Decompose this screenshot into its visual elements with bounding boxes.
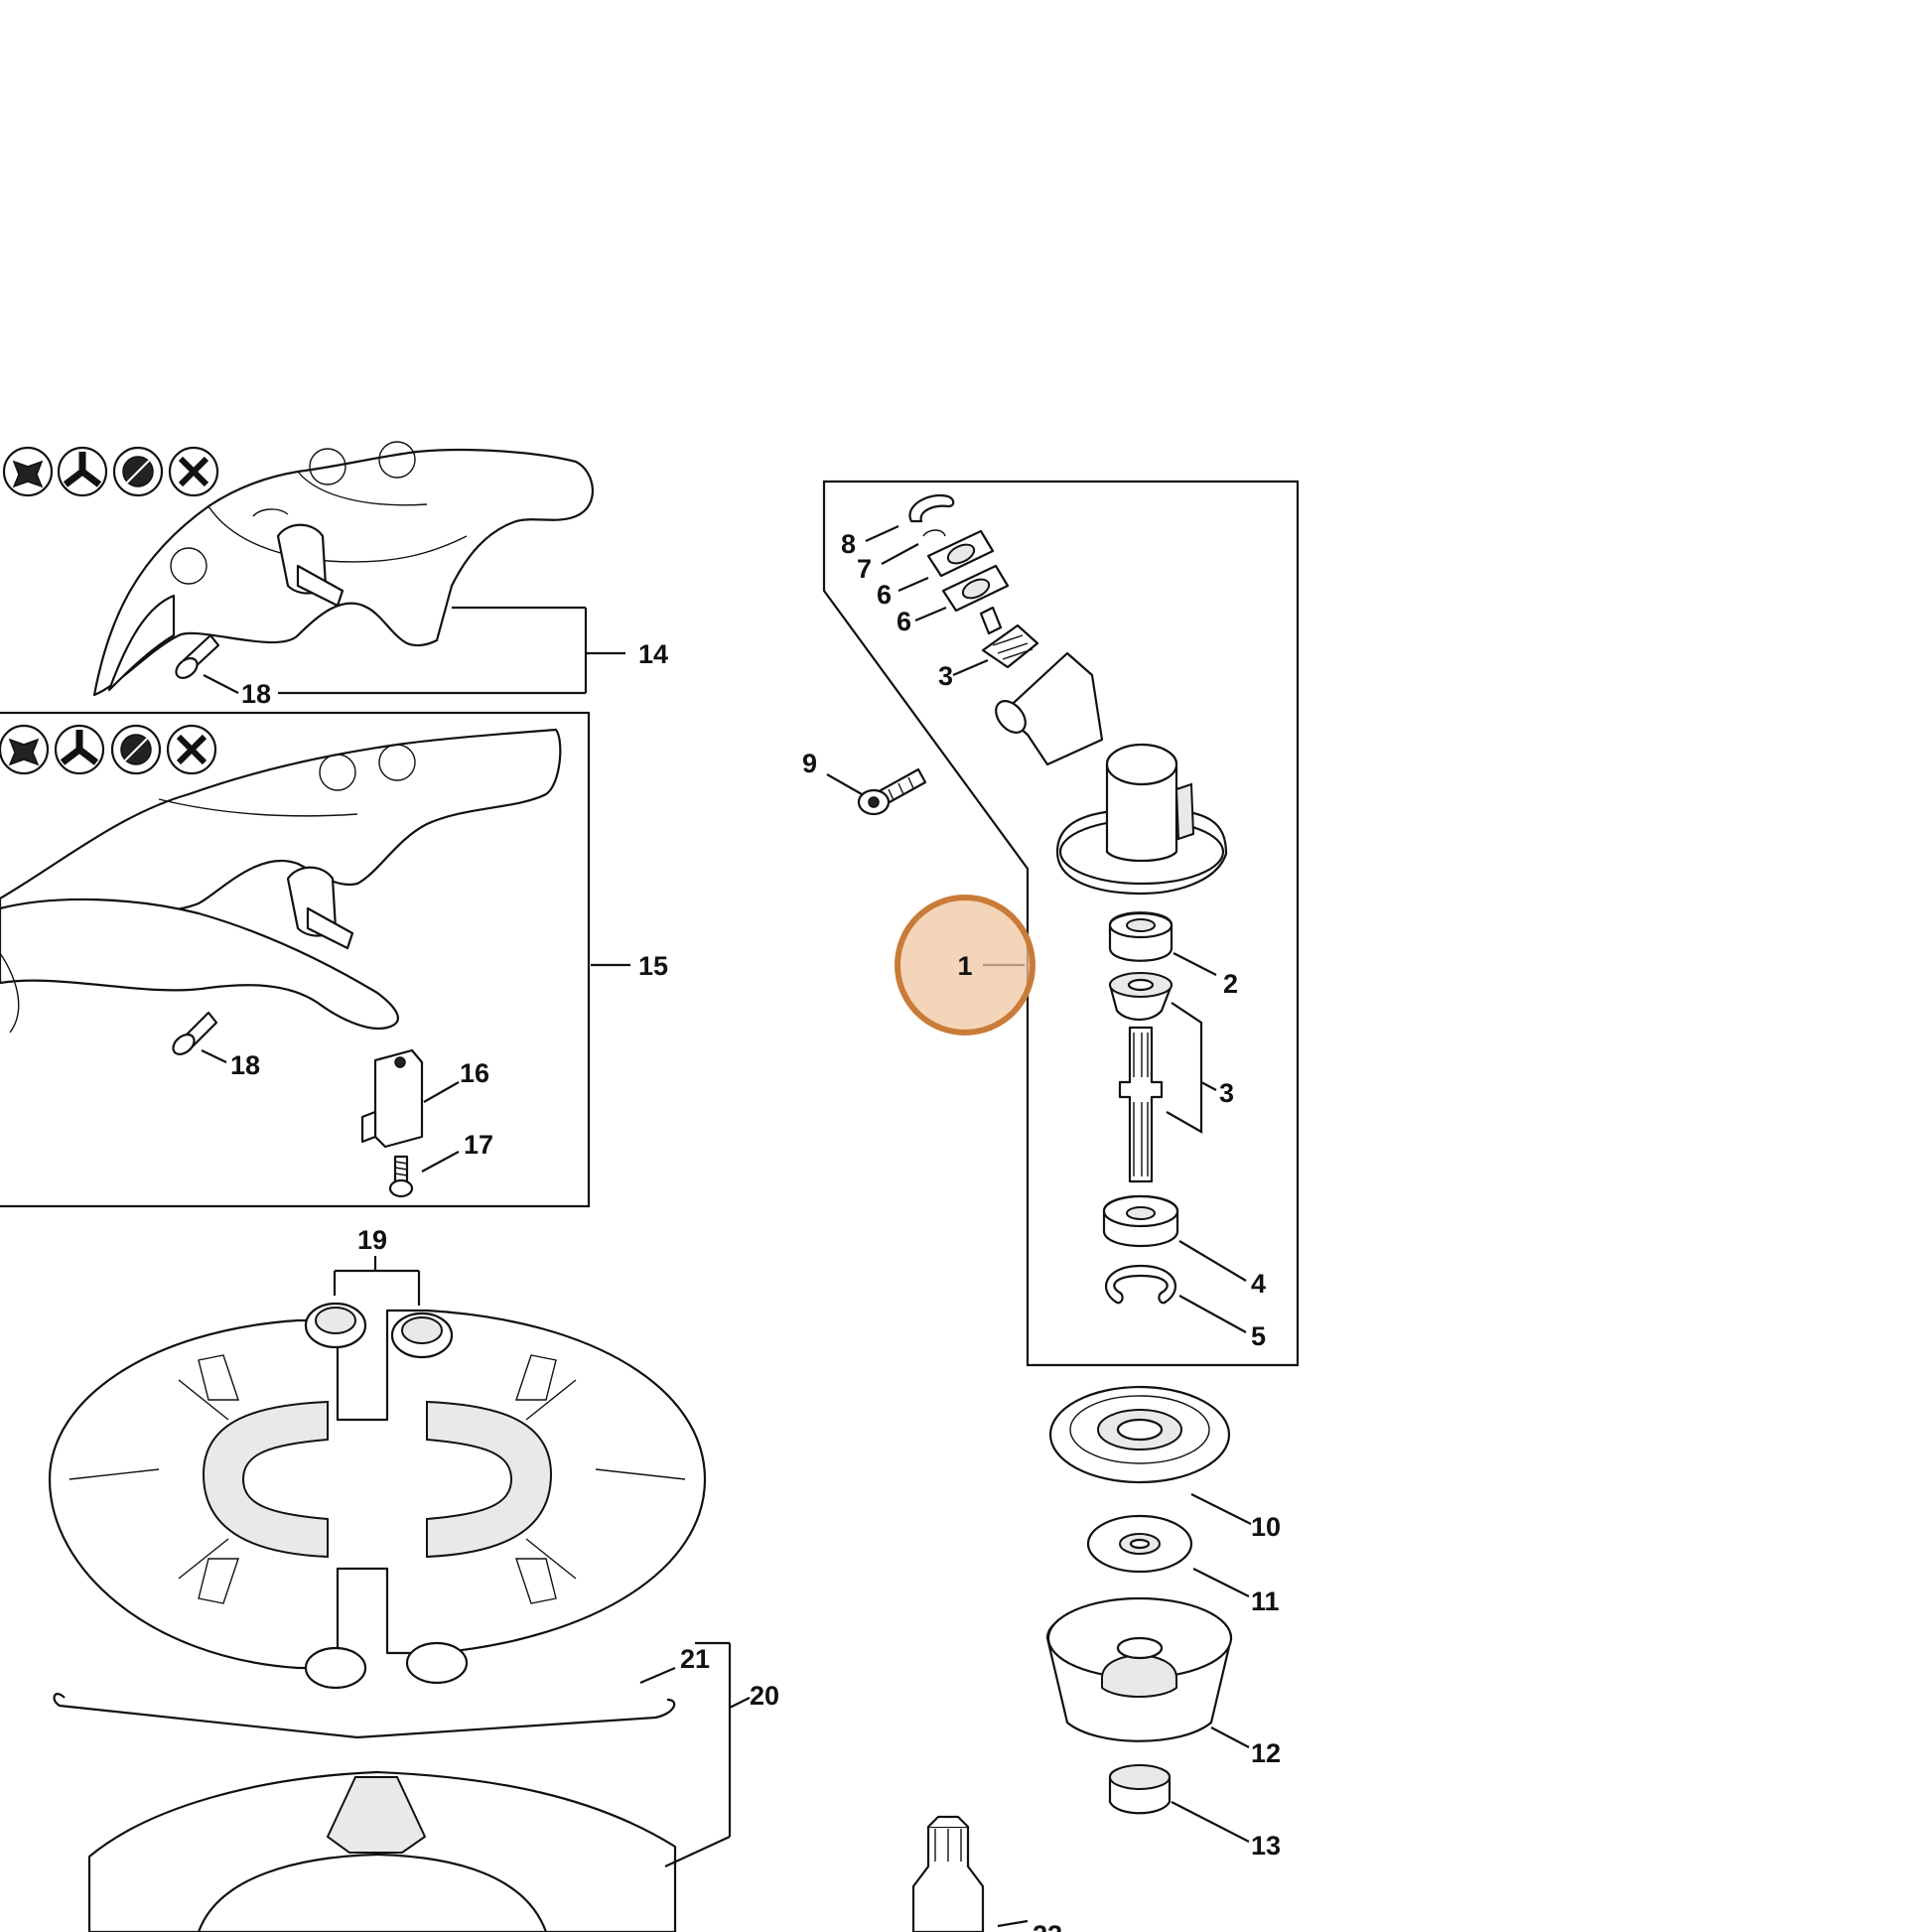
label-part-21[interactable]: 21	[680, 1644, 710, 1674]
label-part-11[interactable]: 11	[1251, 1587, 1280, 1616]
screw-18-top	[175, 633, 220, 679]
label-part-10[interactable]: 10	[1251, 1512, 1281, 1542]
four-blade-icon	[168, 446, 219, 497]
gearbox-assembly-1	[822, 480, 1300, 1367]
bearing-2	[1108, 911, 1173, 962]
circlip-8	[908, 493, 955, 523]
label-part-17[interactable]: 17	[464, 1130, 493, 1160]
label-part-13[interactable]: 13	[1251, 1831, 1281, 1861]
cup-12	[1045, 1596, 1233, 1742]
grease-tube-22	[911, 1815, 1029, 1932]
label-part-15[interactable]: 15	[638, 951, 668, 981]
spur-gear-3b	[1108, 972, 1173, 1022]
label-part-14[interactable]: 14	[638, 639, 668, 669]
three-blade-icon	[57, 446, 108, 497]
label-part-2[interactable]: 2	[1223, 969, 1238, 999]
label-part-20[interactable]: 20	[750, 1681, 779, 1711]
bushing-19-left	[304, 1302, 367, 1349]
bearing-6a	[926, 529, 995, 578]
label-part-22[interactable]: 22	[1033, 1920, 1062, 1932]
bracket-16	[360, 1048, 424, 1149]
bevel-gear-3a	[979, 606, 1039, 669]
square-blade-icon	[2, 446, 54, 497]
label-part-6a[interactable]: 6	[877, 580, 892, 610]
label-part-18a[interactable]: 18	[241, 679, 271, 709]
label-part-12[interactable]: 12	[1251, 1738, 1281, 1768]
label-part-5[interactable]: 5	[1251, 1321, 1266, 1351]
washer-11	[1086, 1514, 1193, 1574]
label-part-3b[interactable]: 3	[1219, 1078, 1234, 1108]
deflector-guard-top	[2, 441, 625, 697]
label-part-19[interactable]: 19	[357, 1225, 387, 1255]
screw-18-middle	[172, 1011, 218, 1055]
wire-clip-21	[53, 1693, 676, 1739]
label-part-6b[interactable]: 6	[897, 607, 911, 636]
tool-icons-row-middle	[0, 724, 217, 775]
bearing-6b	[941, 564, 1010, 613]
label-part-7[interactable]: 7	[857, 554, 872, 584]
label-part-16[interactable]: 16	[460, 1058, 489, 1088]
four-blade-icon	[166, 724, 217, 775]
label-part-18b[interactable]: 18	[230, 1050, 260, 1080]
circlip-5	[1105, 1264, 1176, 1305]
output-shaft	[1118, 1026, 1164, 1183]
label-part-3a[interactable]: 3	[938, 661, 953, 691]
label-part-8[interactable]: 8	[841, 529, 856, 559]
circular-saw-icon	[110, 724, 162, 775]
tool-icons-row-top	[2, 446, 219, 497]
label-part-1[interactable]: 1	[957, 951, 972, 981]
thrust-plate-10	[1048, 1385, 1231, 1484]
circular-saw-icon	[112, 446, 164, 497]
guard-plate-19	[48, 1256, 707, 1690]
screw-17	[388, 1155, 414, 1198]
label-part-9[interactable]: 9	[802, 749, 817, 778]
bearing-4	[1102, 1194, 1179, 1247]
bushing-19-right	[390, 1311, 454, 1359]
nut-13	[1108, 1764, 1172, 1815]
three-blade-icon	[54, 724, 105, 775]
square-blade-icon	[0, 724, 50, 775]
screw-9	[857, 767, 927, 816]
label-part-4[interactable]: 4	[1251, 1269, 1266, 1299]
highlight-marker[interactable]	[895, 895, 1035, 1035]
deflector-guard-middle	[0, 711, 630, 1208]
lower-guard-ring-20	[87, 1641, 751, 1932]
ring-7	[922, 529, 946, 537]
gear-housing	[995, 651, 1228, 896]
